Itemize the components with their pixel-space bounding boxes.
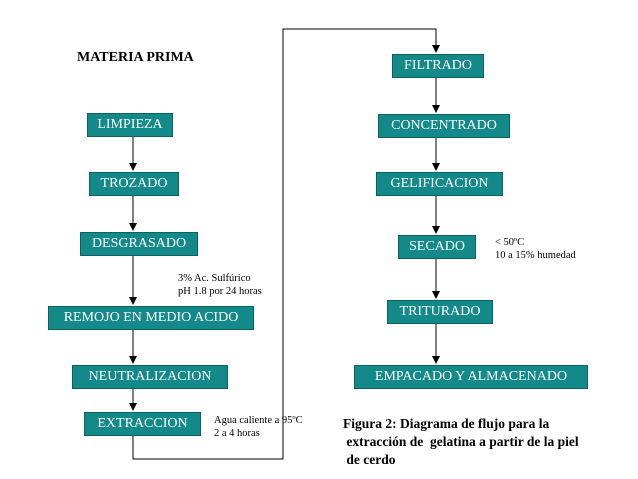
step-gelificacion: GELIFICACION: [376, 172, 503, 196]
step-concentrado: CONCENTRADO: [378, 114, 510, 138]
drying-conditions-note: < 50ºC 10 a 15% humedad: [495, 236, 576, 262]
step-triturado: TRITURADO: [387, 300, 493, 324]
step-secado: SECADO: [398, 235, 476, 259]
drying-note-line-1: < 50ºC: [495, 237, 525, 248]
caption-line-3: de cerdo: [343, 452, 396, 467]
acid-note-line-1: 3% Ac. Sulfúrico: [178, 273, 251, 284]
step-neutralizacion: NEUTRALIZACION: [72, 365, 228, 389]
figure-caption: Figura 2: Diagrama de flujo para la extr…: [343, 415, 579, 469]
step-desgrasado: DESGRASADO: [80, 232, 198, 256]
water-note-line-2: 2 a 4 horas: [214, 428, 260, 439]
step-remojo-medio-acido: REMOJO EN MEDIO ACIDO: [48, 306, 254, 330]
connector-extraccion-filtrado: [132, 28, 440, 460]
step-limpieza: LIMPIEZA: [87, 113, 173, 137]
step-empacado-almacenado: EMPACADO Y ALMACENADO: [354, 365, 588, 389]
extraction-conditions-note: Agua caliente a 95ºC 2 a 4 horas: [214, 414, 303, 440]
caption-line-1: Figura 2: Diagrama de flujo para la: [343, 416, 550, 431]
caption-line-2: extracción de gelatina a partir de la pi…: [343, 434, 579, 449]
acid-conditions-note: 3% Ac. Sulfúrico pH 1.8 por 24 horas: [178, 272, 262, 298]
water-note-line-1: Agua caliente a 95ºC: [214, 415, 303, 426]
start-label: MATERIA PRIMA: [77, 50, 194, 65]
drying-note-line-2: 10 a 15% humedad: [495, 250, 576, 261]
step-extraccion: EXTRACCION: [84, 412, 201, 436]
step-filtrado: FILTRADO: [392, 54, 484, 78]
acid-note-line-2: pH 1.8 por 24 horas: [178, 286, 262, 297]
step-trozado: TROZADO: [89, 172, 179, 196]
